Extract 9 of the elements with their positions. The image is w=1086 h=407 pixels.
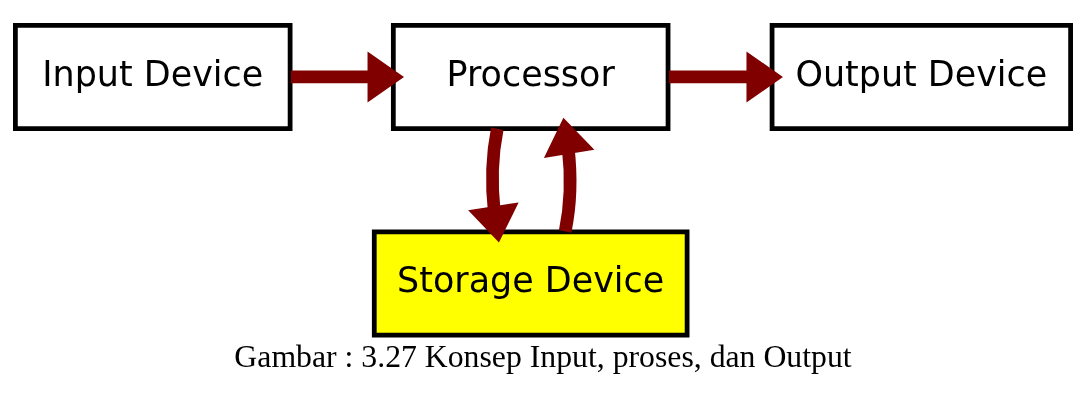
arrow	[468, 127, 519, 242]
arrow	[290, 50, 404, 102]
node-box: Input Device	[13, 22, 293, 131]
caption: Gambar : 3.27 Konsep Input, proses, dan Output	[234, 338, 852, 374]
arrow	[543, 117, 595, 233]
node-box: Processor	[390, 22, 671, 131]
node-box: Output Device	[769, 22, 1073, 131]
node-box: Storage Device	[371, 228, 690, 337]
arrow	[668, 50, 783, 102]
